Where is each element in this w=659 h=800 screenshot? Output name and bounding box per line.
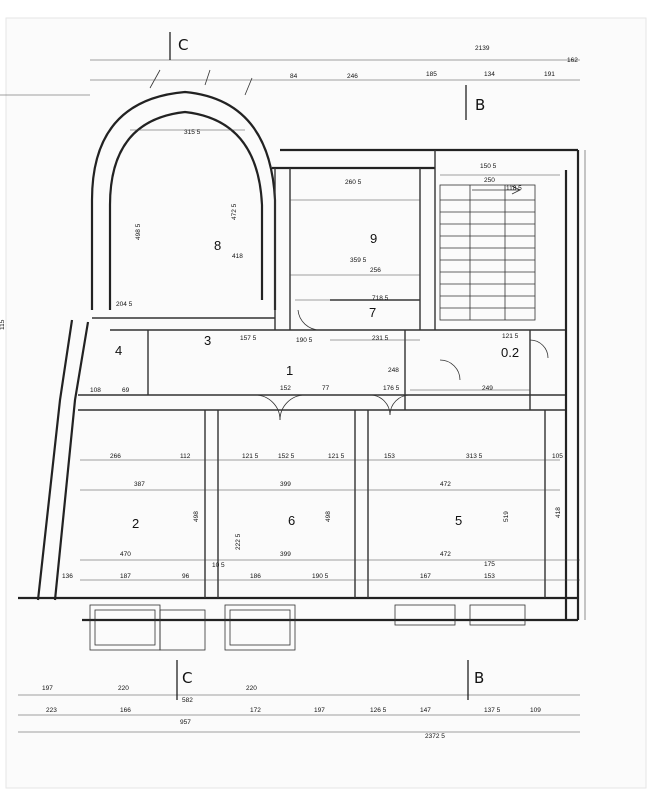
dimension-label: 249 <box>482 385 493 392</box>
dimension-label: 222 5 <box>235 533 242 550</box>
room-numbers: 1 2 3 4 5 6 7 8 9 0.2 <box>115 231 519 531</box>
dimension-label: 472 <box>440 551 451 558</box>
interior-walls <box>78 150 565 598</box>
doors <box>254 309 549 421</box>
dimension-label: 190 5 <box>296 337 313 344</box>
dimension-label: 105 <box>552 453 563 460</box>
dimension-label: 108 <box>90 387 101 394</box>
room-number: 4 <box>115 343 122 358</box>
dimension-label: 96 <box>182 573 190 580</box>
room-number: 0.2 <box>501 345 519 360</box>
dimension-label: 220 <box>118 685 129 692</box>
dimension-label: 204 5 <box>116 301 133 308</box>
outer-walls <box>18 90 580 622</box>
dimension-label: 134 <box>484 71 495 78</box>
dimension-label: 197 <box>42 685 53 692</box>
room-number: 2 <box>132 516 139 531</box>
dimension-label: 957 <box>180 719 191 726</box>
dimension-label: 121 5 <box>242 453 259 460</box>
dimension-label: 472 5 <box>231 203 238 220</box>
dimension-label: 191 <box>544 71 555 78</box>
dimension-label: 166 <box>120 707 131 714</box>
dimension-label: 313 5 <box>466 453 483 460</box>
room-number: 6 <box>288 513 295 528</box>
dimension-label: 498 5 <box>135 223 142 240</box>
dimension-label: 248 <box>388 367 399 374</box>
dimension-label: 256 <box>370 267 381 274</box>
dimension-label: 109 <box>530 707 541 714</box>
section-marker-b-bottom: B <box>474 669 484 687</box>
dimension-label: 197 <box>314 707 325 714</box>
dimension-label: 153 <box>484 573 495 580</box>
staircase <box>439 184 536 321</box>
dimension-label: 10 5 <box>212 562 225 569</box>
dimension-label: 498 <box>193 511 200 522</box>
dimension-label: 246 <box>347 73 358 80</box>
dimension-label: 418 <box>232 253 243 260</box>
windows <box>89 69 526 651</box>
dimension-label: 175 <box>484 561 495 568</box>
section-marker-c-top: C <box>178 36 188 54</box>
dimension-label: 77 <box>322 385 330 392</box>
dimension-label: 157 5 <box>240 335 257 342</box>
dimension-label: 387 <box>134 481 145 488</box>
dimension-label: 152 5 <box>278 453 295 460</box>
dimension-label: 118 5 <box>506 185 522 192</box>
dimension-label: 187 <box>120 573 131 580</box>
room-number: 5 <box>455 513 462 528</box>
dimension-label: 126 5 <box>370 707 387 714</box>
dimension-label: 399 <box>280 481 291 488</box>
dimension-label: 250 <box>484 177 495 184</box>
dimension-label: 115 <box>0 319 6 330</box>
dimension-label: 69 <box>122 387 130 394</box>
dimension-label: 470 <box>120 551 131 558</box>
dimension-label: 418 <box>555 507 562 518</box>
dimension-label: 152 <box>280 385 291 392</box>
section-marker-b-top: B <box>475 96 485 114</box>
dimension-label: 266 <box>110 453 121 460</box>
section-markers: C B C B <box>178 36 485 687</box>
room-number: 9 <box>370 231 377 246</box>
dimension-label: 150 5 <box>480 163 497 170</box>
room-number: 7 <box>369 305 376 320</box>
dimension-label: 112 <box>180 453 191 460</box>
dimension-label: 2139 <box>475 45 490 52</box>
dimension-label: 190 5 <box>312 573 329 580</box>
dimension-label: 121 5 <box>502 333 519 340</box>
room-number: 3 <box>204 333 211 348</box>
dimension-label: 2372 5 <box>425 733 445 740</box>
dimension-label: 498 <box>325 511 332 522</box>
dimension-label: 176 5 <box>383 385 400 392</box>
room-number: 1 <box>286 363 293 378</box>
dimension-label: 121 5 <box>328 453 345 460</box>
dimension-label: 472 <box>440 481 451 488</box>
dimension-label: 399 <box>280 551 291 558</box>
dimension-label: 186 <box>250 573 261 580</box>
dimension-label: 147 <box>420 707 431 714</box>
section-lines <box>169 32 469 700</box>
dimension-label: 162 <box>567 57 578 64</box>
dimension-label: 582 <box>182 697 193 704</box>
dimension-label: 359 5 <box>350 257 367 264</box>
dimension-label: 167 <box>420 573 431 580</box>
section-marker-c-bottom: C <box>182 669 192 687</box>
dimension-label: 153 <box>384 453 395 460</box>
room-number: 8 <box>214 238 221 253</box>
dimension-label: 185 <box>426 71 437 78</box>
dimension-label: 136 <box>62 573 73 580</box>
dimension-label: 231 5 <box>372 335 389 342</box>
dimension-label: 223 <box>46 707 57 714</box>
dimension-labels: 2139 162 84 246 185 134 191 315 5 260 5 … <box>0 45 578 740</box>
dimension-label: 137 5 <box>484 707 501 714</box>
dimension-label: 519 <box>503 511 510 522</box>
dimension-label: 172 <box>250 707 261 714</box>
dimension-label: 315 5 <box>184 129 201 136</box>
dimension-label: 718 5 <box>372 295 389 302</box>
dimension-label: 84 <box>290 73 298 80</box>
dimension-lines <box>0 59 586 733</box>
dimension-label: 220 <box>246 685 257 692</box>
dimension-label: 260 5 <box>345 179 362 186</box>
